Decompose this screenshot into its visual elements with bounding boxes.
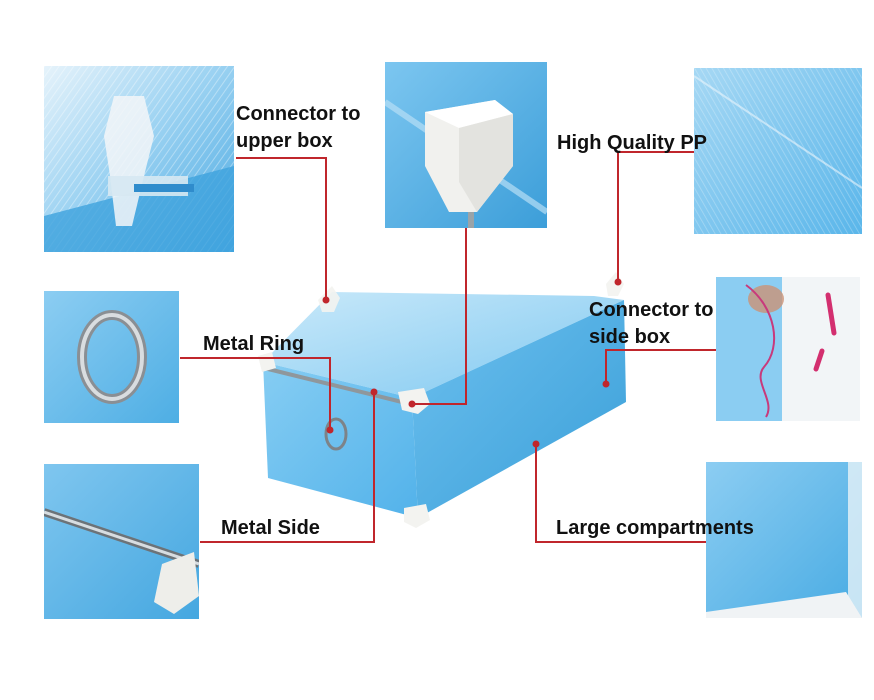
pp-material-detail-photo bbox=[694, 68, 862, 234]
connector-upper-detail-photo bbox=[44, 66, 234, 252]
leader-connector-side bbox=[605, 349, 716, 384]
high-quality-pp-label: High Quality PP bbox=[557, 132, 708, 154]
connector-upper-label: Connector to upper box bbox=[236, 101, 360, 155]
leader-dot bbox=[370, 388, 378, 396]
connector-upper-label-line1: Connector to bbox=[236, 103, 361, 125]
leader-large-compartments bbox=[535, 444, 706, 543]
metal-side-label: Metal Side bbox=[221, 517, 320, 539]
connector-upper-label-line2: upper box bbox=[236, 130, 333, 152]
connector-side-label-line1: Connector to bbox=[589, 299, 714, 321]
leader-corner-connector bbox=[412, 228, 467, 405]
connector-side-label: Connector to side box bbox=[589, 297, 713, 351]
compartment-detail-photo bbox=[706, 462, 862, 618]
leader-metal-ring bbox=[180, 357, 331, 430]
connector-side-detail-photo bbox=[716, 277, 860, 421]
leader-dot bbox=[532, 440, 540, 448]
large-compartments-label: Large compartments bbox=[556, 517, 754, 539]
metal-side-detail-photo bbox=[44, 464, 199, 619]
leader-dot bbox=[602, 380, 610, 388]
leader-high-quality-pp bbox=[617, 151, 694, 282]
leader-dot bbox=[408, 400, 416, 408]
leader-connector-upper bbox=[236, 157, 327, 300]
leader-dot bbox=[326, 426, 334, 434]
corner-connector-detail-photo bbox=[385, 62, 547, 228]
leader-metal-side bbox=[200, 392, 375, 543]
connector-side-label-line2: side box bbox=[589, 326, 671, 348]
leader-dot bbox=[322, 296, 330, 304]
leader-dot bbox=[614, 278, 622, 286]
metal-ring-label: Metal Ring bbox=[203, 333, 305, 355]
metal-ring-detail-photo bbox=[44, 291, 179, 423]
